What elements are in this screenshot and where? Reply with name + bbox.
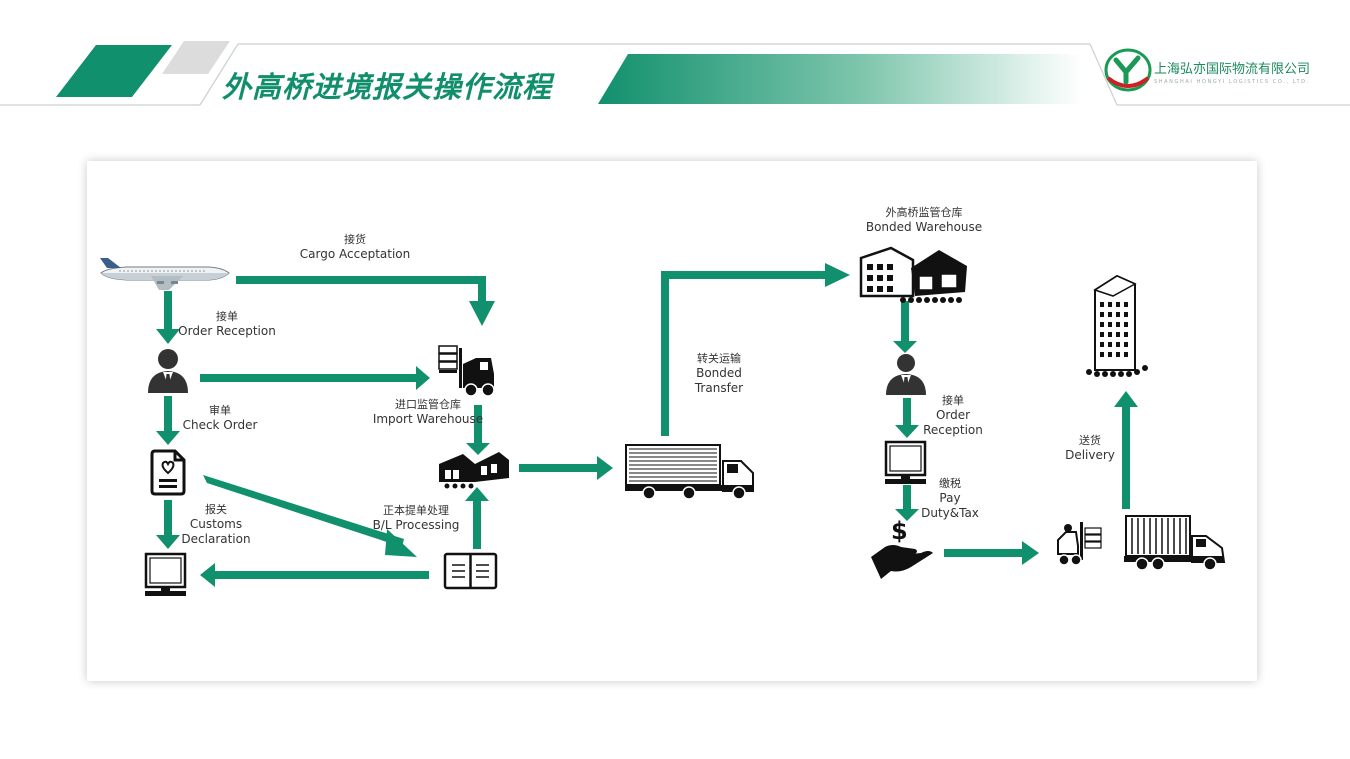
- label-bl-processing: 正本提单处理 B/L Processing: [372, 504, 460, 532]
- arrow-bonded-warehouse-to-person: [893, 301, 917, 353]
- label-bonded-transfer: 转关运输 Bonded Transfer: [694, 352, 744, 395]
- page-header: 外高桥进境报关操作流程 上海弘亦国际物流有限公司 SHANGHAI HONGYI…: [0, 0, 1350, 130]
- arrow-document-to-monitor: [156, 500, 180, 549]
- monitor-icon: [884, 440, 927, 484]
- label-order-reception-2: 接单 Order Reception: [923, 394, 983, 437]
- label-cargo-acceptation: 接货 Cargo Acceptation: [299, 233, 411, 261]
- forklift-icon: [438, 345, 495, 397]
- arrow-monitor-to-money: [895, 485, 919, 521]
- arrow-forklift-to-warehouse: [466, 405, 490, 455]
- arrow-truck-to-bonded-warehouse: [661, 263, 850, 436]
- forklift-truck-icon: [1057, 515, 1226, 571]
- airplane-icon: [100, 258, 230, 290]
- bonded-warehouse-icon: [859, 246, 967, 303]
- book-icon: [443, 552, 498, 590]
- warehouse-icon: [439, 452, 509, 489]
- person-icon: [148, 349, 188, 393]
- arrow-person-to-forklift: [200, 366, 430, 390]
- arrow-document-to-book: [203, 475, 417, 557]
- arrow-money-to-forklift-truck: [944, 541, 1039, 565]
- monitor-icon: [144, 552, 187, 596]
- arrow-warehouse-to-truck: [519, 456, 613, 480]
- document-icon: [150, 449, 186, 496]
- label-pay-duty: 缴税 Pay Duty&Tax: [921, 477, 979, 520]
- truck-icon: [625, 444, 754, 500]
- label-import-warehouse: 进口监管仓库 Import Warehouse: [372, 398, 484, 426]
- arrow-forklift-truck-to-building: [1114, 391, 1138, 509]
- flow-diagram-card: $: [87, 161, 1257, 681]
- company-name: 上海弘亦国际物流有限公司: [1154, 62, 1311, 77]
- flow-diagram: $: [100, 246, 1226, 596]
- label-customs-declaration: 报关 Customs Declaration: [181, 503, 251, 546]
- money-hand-icon: $: [871, 517, 933, 579]
- arrow-plane-to-forklift: [236, 276, 495, 326]
- header-banner: [0, 41, 1350, 106]
- arrow-person-to-monitor-2: [895, 398, 919, 438]
- company-name-en: SHANGHAI HONGYI LOGISTICS CO., LTD.: [1154, 79, 1310, 85]
- person-icon: [886, 354, 926, 395]
- arrow-plane-to-person: [156, 291, 180, 344]
- label-order-reception: 接单 Order Reception: [178, 310, 276, 338]
- svg-text:$: $: [891, 517, 908, 545]
- arrow-book-to-monitor: [200, 563, 429, 587]
- page-title: 外高桥进境报关操作流程: [222, 70, 553, 104]
- arrow-book-to-warehouse: [465, 487, 489, 549]
- label-delivery: 送货 Delivery: [1065, 434, 1115, 462]
- arrow-person-to-document: [156, 396, 180, 445]
- office-building-icon: [1086, 274, 1148, 377]
- label-check-order: 审单 Check Order: [182, 404, 258, 432]
- company-logo-icon: [1104, 48, 1152, 92]
- label-bonded-warehouse: 外高桥监管仓库 Bonded Warehouse: [865, 206, 983, 234]
